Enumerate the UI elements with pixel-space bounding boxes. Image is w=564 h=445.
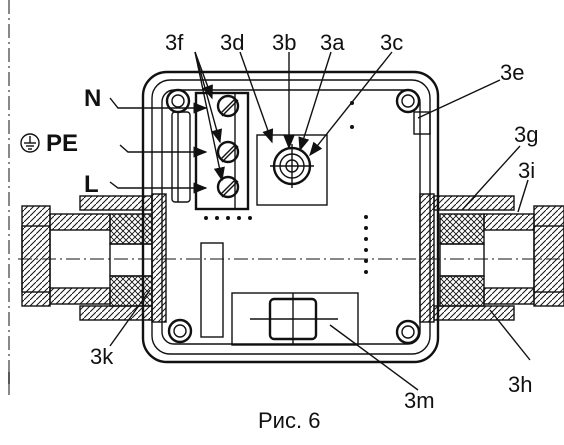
ground-symbol-icon xyxy=(20,133,40,153)
label-l: L xyxy=(84,171,99,198)
label-3f: 3f xyxy=(165,30,184,55)
label-3i: 3i xyxy=(518,158,535,183)
figure-caption: Рис. 6 xyxy=(258,408,320,433)
label-3h: 3h xyxy=(508,372,532,397)
corner-screw-bottom-left xyxy=(167,318,193,344)
terminal-screw-pe xyxy=(216,140,240,164)
label-pe: PE xyxy=(46,130,78,157)
leader-lines xyxy=(109,51,531,391)
corner-screw-top-right xyxy=(395,88,421,114)
label-holder xyxy=(231,292,359,346)
center-screw xyxy=(256,134,328,206)
label-3g: 3g xyxy=(514,122,538,147)
label-3k: 3k xyxy=(90,344,114,369)
label-3b: 3b xyxy=(272,30,296,55)
left-cable-gland xyxy=(21,193,167,323)
label-n: N xyxy=(84,85,101,112)
terminal-screw-n xyxy=(216,94,240,118)
label-3d: 3d xyxy=(220,30,244,55)
label-3e: 3e xyxy=(500,60,524,85)
wire-channel xyxy=(171,111,191,203)
right-cable-gland xyxy=(419,193,564,323)
label-3a: 3a xyxy=(320,30,345,55)
inner-vertical-bar xyxy=(200,242,224,338)
label-3m: 3m xyxy=(404,388,435,413)
terminal-block xyxy=(194,91,252,220)
corner-screw-bottom-right xyxy=(395,319,421,345)
label-3c: 3c xyxy=(380,30,403,55)
terminal-screw-l xyxy=(216,175,240,199)
